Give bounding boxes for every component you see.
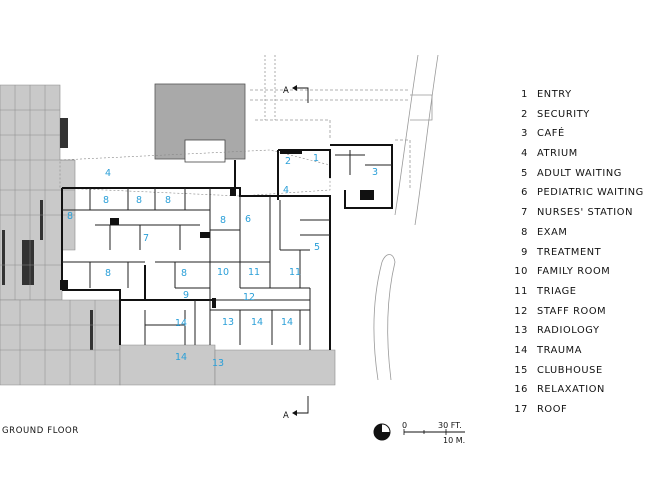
legend-item: 12 STAFF ROOM [508,306,648,326]
section-marker-top-label: A [283,86,289,96]
section-marker-top: A [283,85,309,103]
interior-walls [62,150,392,350]
legend-number: 2 [521,108,528,120]
legend-item: 2 SECURITY [508,109,648,129]
site-roads [250,54,439,381]
legend-number: 11 [514,285,528,297]
legend-label: RADIOLOGY [537,325,600,337]
room-label-8g: 8 [181,268,187,279]
legend-item: 8 EXAM [508,227,648,247]
room-label-13a: 13 [222,317,234,328]
room-label-2: 2 [285,156,291,167]
legend-item: 1 ENTRY [508,89,648,109]
left-building-walls [2,118,93,350]
section-marker-bottom-label: A [283,411,289,421]
room-label-11a: 11 [248,267,260,278]
legend-item: 11 TRIAGE [508,286,648,306]
room-legend: 1 ENTRY 2 SECURITY 3 CAFÉ 4 ATRIUM 5 ADULT WAITIN… [508,89,648,424]
room-labels: 1 2 3 4 4 5 6 7 8 8 8 8 8 8 8 9 10 11 11… [67,153,378,369]
existing-building-top [154,83,246,163]
legend-label: ADULT WAITING [537,167,622,179]
room-label-8e: 8 [220,215,226,226]
legend-item: 5 ADULT WAITING [508,168,648,188]
legend-label: ROOF [537,404,568,415]
legend-number: 16 [514,384,528,396]
scale-m: 10 M. [443,436,465,445]
room-label-10: 10 [217,267,229,278]
legend-item: 17 ROOF [508,404,648,424]
legend-label: CAFÉ [537,128,565,140]
legend-number: 15 [514,364,528,376]
room-label-8a: 8 [103,195,109,206]
atrium-band [59,149,331,197]
room-label-13b: 13 [212,358,224,369]
legend-label: TRIAGE [537,285,577,297]
room-label-6: 6 [245,214,251,225]
room-label-7: 7 [143,233,149,244]
legend-number: 8 [521,226,528,238]
scale-bar: 0 30 FT. 10 M. [402,421,465,445]
legend-item: 9 TREATMENT [508,247,648,267]
legend-number: 13 [514,325,528,337]
room-label-8b: 8 [136,195,142,206]
legend-label: FAMILY ROOM [537,266,611,278]
legend-label: TREATMENT [537,246,602,258]
scale-zero: 0 [402,421,407,430]
room-label-12: 12 [243,292,255,303]
legend-label: CLUBHOUSE [537,364,603,376]
legend-number: 1 [521,89,528,100]
legend-number: 4 [521,148,528,160]
room-label-4b: 4 [283,185,289,196]
legend-number: 3 [521,128,528,140]
legend-label: ATRIUM [537,148,578,160]
legend-label: NURSES' STATION [537,207,634,219]
legend-number: 14 [514,344,528,356]
room-label-9: 9 [183,290,189,301]
legend-number: 9 [521,246,528,258]
legend-label: EXAM [537,226,568,238]
room-label-3: 3 [372,167,378,178]
room-label-4a: 4 [105,168,111,179]
legend-label: STAFF ROOM [537,305,607,317]
legend-number: 5 [521,167,528,179]
legend-item: 16 RELAXATION [508,384,648,404]
legend-number: 6 [521,187,528,199]
legend-item: 7 NURSES' STATION [508,207,648,227]
legend-label: TRAUMA [537,344,583,356]
legend-number: 12 [514,305,528,317]
section-marker-bottom: A [283,396,309,421]
legend-label: SECURITY [537,108,590,120]
legend-item: 10 FAMILY ROOM [508,266,648,286]
legend-item: 4 ATRIUM [508,148,648,168]
room-label-14d: 14 [175,352,187,363]
legend-label: ENTRY [537,89,572,100]
legend-label: RELAXATION [537,384,605,396]
room-label-14c: 14 [281,317,293,328]
legend-number: 17 [514,404,528,415]
room-label-8f: 8 [105,268,111,279]
scale-ft: 30 FT. [438,421,462,430]
legend-item: 6 PEDIATRIC WAITING [508,187,648,207]
legend-item: 13 RADIOLOGY [508,325,648,345]
room-label-8d: 8 [67,211,73,222]
left-building-grid [0,85,120,385]
existing-buildings-left [0,84,336,386]
room-label-14b: 14 [251,317,263,328]
room-label-1: 1 [313,153,319,164]
room-label-11b: 11 [289,267,301,278]
room-label-14a: 14 [175,318,187,329]
legend-item: 3 CAFÉ [508,128,648,148]
room-label-8c: 8 [165,195,171,206]
floor-label: GROUND FLOOR [2,426,79,436]
solid-walls [60,150,374,308]
legend-item: 14 TRAUMA [508,345,648,365]
legend-number: 10 [514,266,528,278]
legend-number: 7 [521,207,528,219]
legend-label: PEDIATRIC WAITING [537,187,644,199]
north-arrow-icon [373,423,391,441]
room-label-5: 5 [314,242,320,253]
legend-item: 15 CLUBHOUSE [508,365,648,385]
